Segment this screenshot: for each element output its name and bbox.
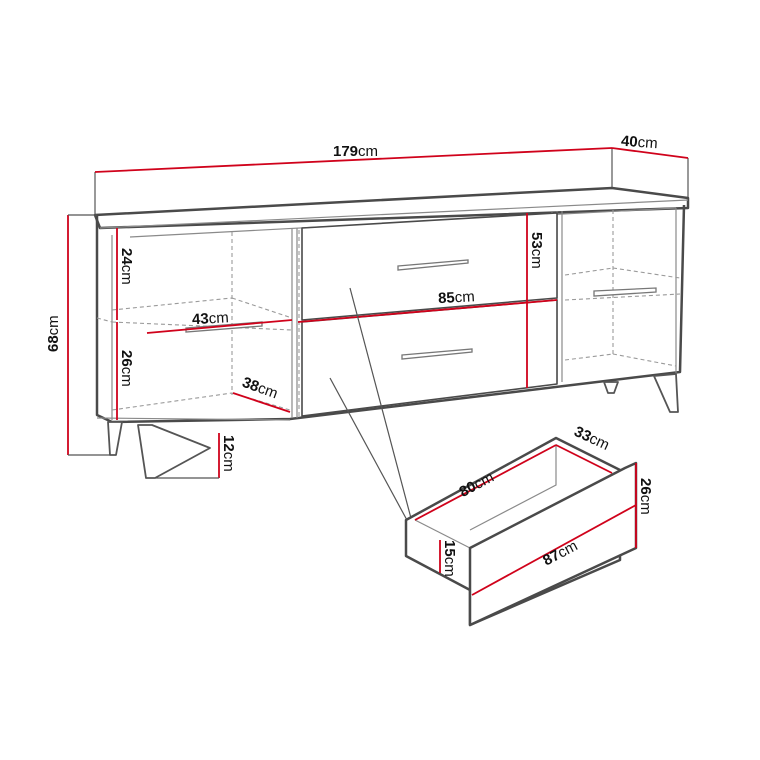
lower-compartment-label: 26cm (118, 350, 135, 387)
drawer-side-height-label: 15cm (441, 540, 458, 577)
cabinet-legs (107, 373, 679, 479)
lower-drawer-handle (401, 348, 473, 360)
right-shelf-handle (593, 287, 657, 297)
drawer-front-height-label: 26cm (637, 478, 654, 515)
drawer-detail (404, 436, 638, 627)
width-dimension-line (94, 147, 613, 215)
compartment-width-line (146, 319, 293, 334)
leg-back-right (603, 381, 619, 394)
compartment-depth-line (232, 392, 291, 413)
drawer-section-width-line (297, 299, 558, 323)
drawer-fronts (185, 212, 657, 417)
drawer-inner-depth-label: 33cm (571, 423, 611, 454)
height-label: 68cm (45, 315, 62, 352)
leg-height-label: 12cm (220, 435, 237, 472)
cabinet-body (93, 186, 690, 424)
width-label: 179cm (333, 143, 378, 160)
depth-dimension-line (611, 147, 689, 198)
drawer-section-height-label: 53cm (528, 232, 545, 269)
depth-label: 40cm (620, 133, 658, 153)
leg-front-middle (137, 424, 211, 479)
drawer-section-width-label: 85cm (438, 288, 476, 307)
leg-front-left (107, 421, 123, 456)
upper-compartment-label: 24cm (118, 248, 135, 285)
leg-front-right (653, 373, 679, 413)
compartment-width-label: 43cm (192, 309, 230, 328)
compartment-depth-label: 38cm (240, 374, 280, 403)
upper-drawer-handle (397, 259, 469, 271)
